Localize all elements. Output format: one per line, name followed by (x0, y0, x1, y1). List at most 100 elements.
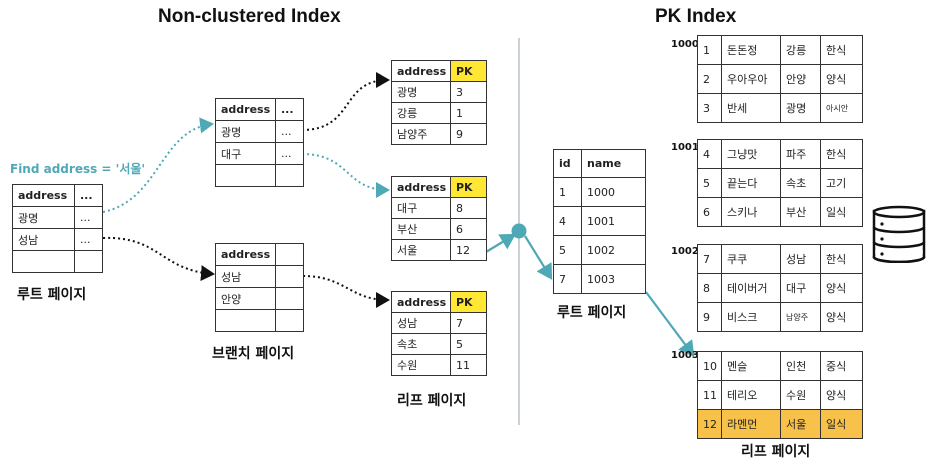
cell (215, 309, 276, 332)
cell: 대구 (215, 142, 276, 165)
cell (275, 287, 304, 310)
cell: 양식 (820, 380, 863, 410)
cell: 4 (697, 139, 722, 169)
cell: 안양 (215, 287, 276, 310)
cell: 속초 (391, 333, 451, 355)
cell: 1002 (581, 235, 646, 265)
cell: 광명 (12, 206, 75, 229)
col-header (275, 243, 304, 266)
pk-index-title: PK Index (655, 6, 737, 27)
cell: 남양주 (391, 123, 451, 145)
col-header: id (553, 149, 582, 178)
cell: 4 (553, 206, 582, 236)
cell: 남양주 (780, 302, 821, 332)
cell: 7 (697, 244, 722, 274)
cell: 파주 (780, 139, 821, 169)
junction-dot (511, 223, 527, 239)
cell: 수원 (391, 354, 451, 376)
cell (275, 309, 304, 332)
pk-header: PK (450, 176, 487, 198)
col-header: name (581, 149, 646, 178)
col-header: ... (74, 184, 103, 207)
cell: 10 (697, 351, 722, 381)
nc-root-caption: 루트 페이지 (17, 287, 87, 303)
cell: 1001 (581, 206, 646, 236)
database-icon (872, 205, 926, 263)
cell: 속초 (780, 168, 821, 198)
cell: 양식 (820, 273, 863, 303)
cell (74, 250, 103, 273)
cell: 1003 (581, 264, 646, 294)
cell: 부산 (391, 218, 451, 240)
col-header: address (391, 291, 451, 313)
pointer-arrow-branch1-leaf1 (301, 72, 390, 131)
search-path-arrow-5 (645, 291, 695, 357)
nc-leaf-caption: 리프 페이지 (397, 393, 467, 409)
cell: ... (275, 142, 304, 165)
cell (12, 250, 75, 273)
page-number-1000: 1000 (671, 39, 699, 50)
cell: 고기 (820, 168, 863, 198)
cell: 아시안 (820, 93, 863, 123)
cell: 부산 (780, 197, 821, 227)
col-header: ... (275, 98, 304, 121)
cell: 양식 (820, 64, 863, 94)
pk-root-caption: 루트 페이지 (557, 305, 627, 321)
cell (275, 164, 304, 187)
cell: 돈돈정 (721, 35, 781, 65)
cell: 성남 (391, 312, 451, 334)
search-path-arrow-2 (301, 153, 390, 198)
cell: ... (74, 228, 103, 251)
cell: 5 (450, 333, 487, 355)
col-header: address (215, 98, 276, 121)
cell: 테이버거 (721, 273, 781, 303)
nc-index-title: Non-clustered Index (158, 6, 341, 27)
cell: ... (275, 120, 304, 143)
cell: 1 (553, 177, 582, 207)
cell (275, 265, 304, 288)
cell: 7 (450, 312, 487, 334)
nc-branch-table-2: address 성남 안양 (215, 243, 304, 332)
cell: 12 (450, 239, 487, 261)
page-number-1002: 1002 (671, 246, 699, 257)
cell: 3 (450, 81, 487, 103)
cell: 우아우아 (721, 64, 781, 94)
cell: 성남 (780, 244, 821, 274)
cell: 성남 (12, 228, 75, 251)
nc-branch-caption: 브랜치 페이지 (212, 346, 295, 362)
cell: 한식 (820, 139, 863, 169)
cell: 6 (450, 218, 487, 240)
cell: 한식 (820, 244, 863, 274)
page-number-1003: 1003 (671, 350, 699, 361)
cell: 대구 (780, 273, 821, 303)
cell: 11 (450, 354, 487, 376)
col-header: address (391, 60, 451, 82)
col-header: address (391, 176, 451, 198)
search-path-arrow-3 (485, 233, 516, 253)
search-path-arrow-4 (524, 235, 553, 280)
cell: 그냥맛 (721, 139, 781, 169)
cell: 반세 (721, 93, 781, 123)
cell: 중식 (820, 351, 863, 381)
cell: 스키나 (721, 197, 781, 227)
cell: 5 (553, 235, 582, 265)
cell: 서울 (391, 239, 451, 261)
cell: 8 (450, 197, 487, 219)
cell: 양식 (820, 302, 863, 332)
cell: 비스크 (721, 302, 781, 332)
cell: ... (74, 206, 103, 229)
pk-header: PK (450, 291, 487, 313)
search-condition-label: Find address = '서울' (10, 162, 146, 176)
pk-header: PK (450, 60, 487, 82)
cell: 11 (697, 380, 722, 410)
col-header: address (215, 243, 276, 266)
cell: 7 (553, 264, 582, 294)
pointer-arrow-branch2-leaf3 (302, 275, 390, 308)
